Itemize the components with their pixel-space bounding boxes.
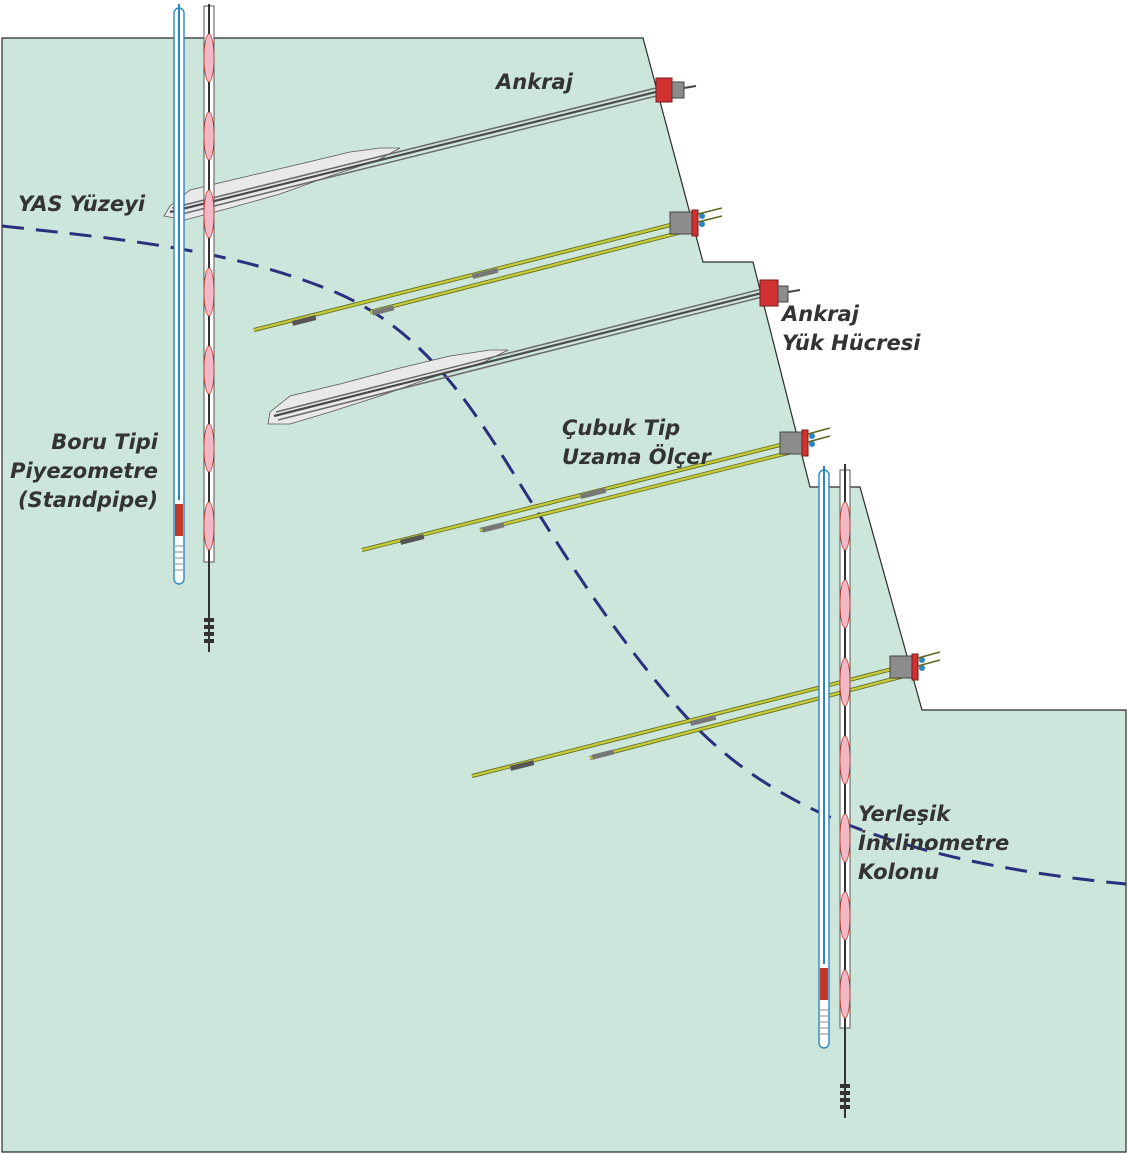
label-inclinometer: Yerleşik İnklinometre Kolonu: [858, 802, 1010, 884]
anchor-1: [163, 77, 697, 221]
standpipe-piezometer-2: [818, 466, 830, 1049]
anchor-load-cell: [759, 279, 779, 307]
piezometer-1-tip: [175, 504, 183, 536]
label-ankraj-load-cell: Ankraj Yük Hücresi: [782, 302, 921, 355]
water-table-line: [1, 224, 1127, 886]
rod-extensometer-2: [361, 427, 831, 552]
label-ankraj: Ankraj: [496, 70, 573, 94]
standpipe-piezometer-1: [173, 4, 185, 585]
extensometer-1-head: [669, 211, 693, 235]
anchor-1-head-plate: [655, 77, 673, 103]
label-standpipe-piezometer: Boru Tipi Piyezometre (Standpipe): [10, 430, 158, 512]
anchor-2: [267, 279, 801, 425]
extensometer-3-head: [889, 655, 913, 679]
label-yas-yuzeyi: YAS Yüzeyi: [18, 192, 146, 216]
piezometer-2-tip: [820, 968, 828, 1000]
rod-extensometer-3: [471, 651, 941, 778]
inclinometer-casing-1: [203, 4, 215, 652]
rod-extensometer-1: [253, 207, 723, 332]
label-rod-extensometer: Çubuk Tip Uzama Ölçer: [562, 416, 711, 469]
extensometer-2-head: [779, 431, 803, 455]
inclinometer-casing-2: [839, 464, 851, 1118]
